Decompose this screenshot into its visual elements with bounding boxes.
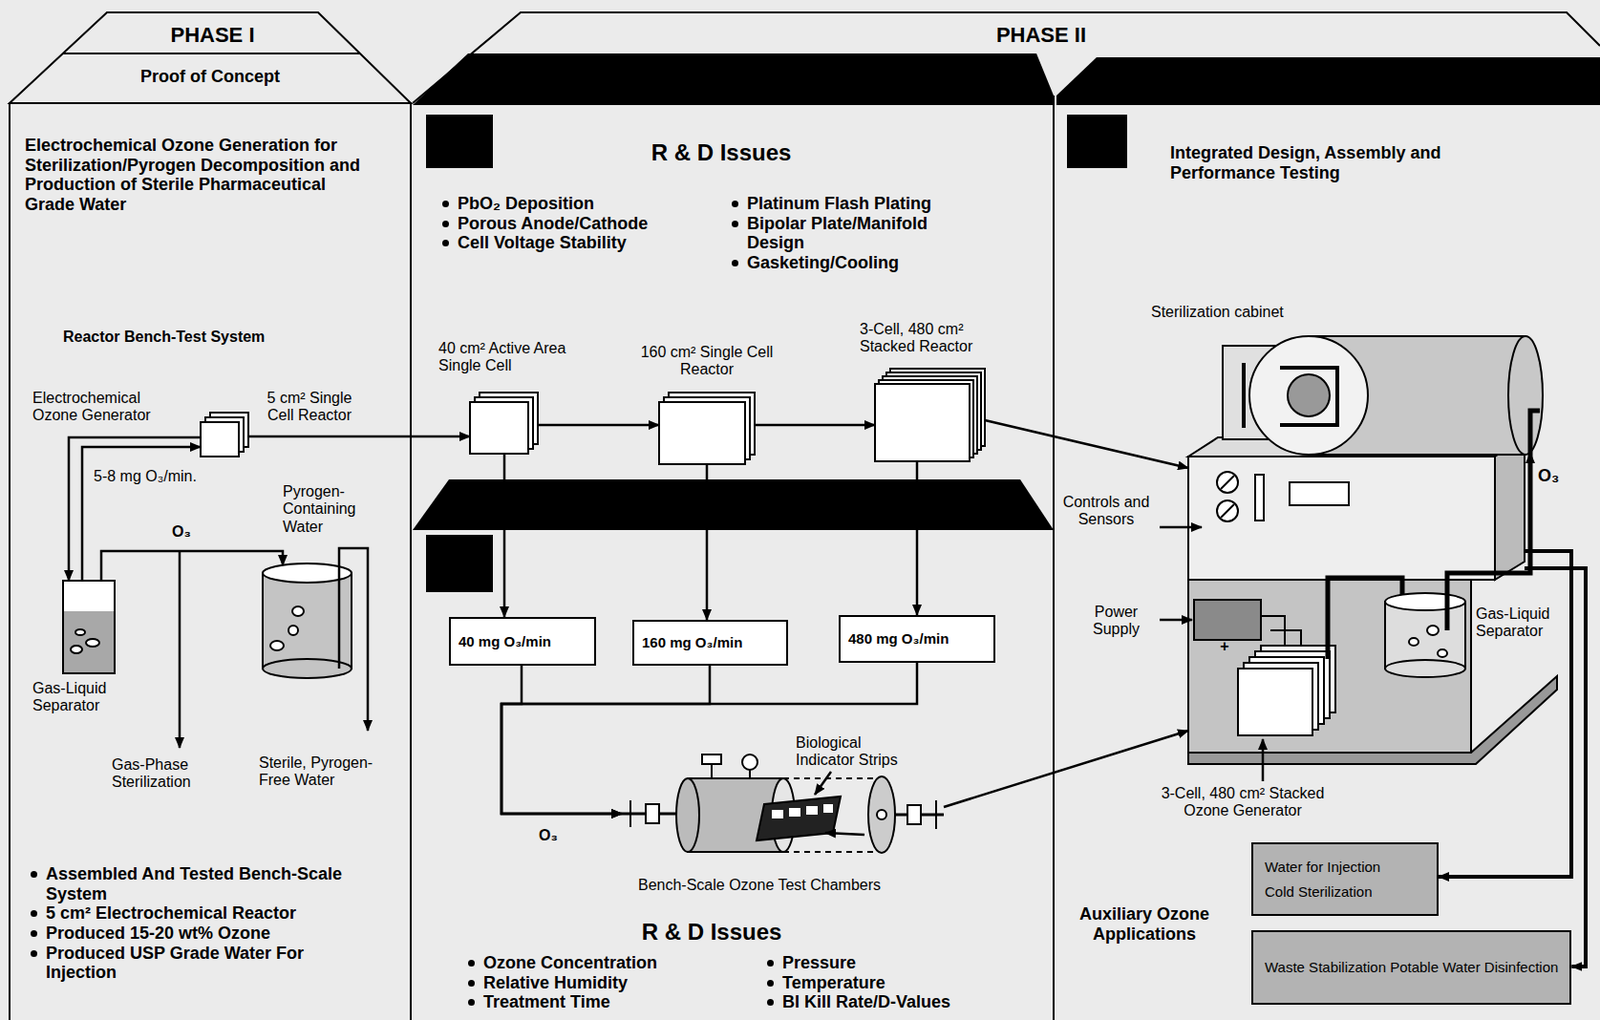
annotation: Sterile, Pyrogen-Free Water [258,754,393,790]
bullet-dot [767,999,774,1006]
annotation: Biological Indicator Strips [795,734,920,770]
bullet-item: Porous Anode/Cathode [438,213,706,235]
bullet-dot [767,980,774,987]
bullet-dot [767,960,774,967]
connector [916,461,919,616]
bullet-item: Produced USP Grade Water For Injection [26,943,352,983]
bullet-dot [442,220,449,228]
bullet-dot [30,910,38,918]
connector [705,464,709,620]
bullet-item: Pressure [763,953,1031,974]
connector [248,435,470,439]
bullet-item: BI Kill Rate/D-Values [763,992,1031,1013]
connector [82,447,201,581]
bullet-item: Relative Humidity [464,973,732,994]
node-text: Sterilization cabinet [1151,303,1343,321]
application-box: Waste Stabilization Potable Water Disinf… [1251,930,1572,1005]
bullet-dot [30,950,38,958]
design-panel: Integrated Design, Assembly and Performa… [1055,105,1600,1020]
node-text: Integrated Design, Assembly and Performa… [1170,143,1457,183]
test-chamber: Bench-Scale Ozone Test Chambers [621,754,944,853]
connector [943,730,1189,808]
annotation: + [1216,638,1233,656]
annotation: Gas-Liquid Separator [1475,605,1567,641]
annotation: Reactor Bench-Test System [63,328,331,346]
water-beaker: Pyrogen-Containing Water [262,565,352,679]
annotation: Auxiliary Ozone Applications [1067,904,1221,944]
connector [537,424,660,427]
bullet-item: Platinum Flash Plating [727,193,982,214]
annotation: Electrochemical Ozone Generator [32,389,176,426]
node-text: 40 mg O₃/min [458,633,587,650]
node-text: Electrochemical Ozone Generation for Ste… [24,135,379,215]
bullet-item: PbO₂ Deposition [438,193,706,214]
phase-header: PHASE II [520,15,1562,52]
bullet-item: Temperature [763,973,1031,994]
annotation: 3-Cell, 480 cm² Stacked Ozone Generator [1142,785,1344,821]
node-text: 5 cm² Single Cell Reactor [256,389,363,426]
connector [101,551,283,581]
connector [501,665,710,814]
application-box: Water for InjectionCold Sterilization [1251,842,1439,917]
separator-beaker: Gas-Liquid Separator [63,580,115,674]
bullet-dot [442,239,449,247]
node-text: 160 mg O₃/min [641,634,779,651]
edge-label: O₃ [536,827,560,845]
connector [503,453,507,618]
bullet-item: Produced 15-20 wt% Ozone [26,923,352,944]
bullet-dot [30,871,38,878]
rd-panel: R & D Issues 40 mg O₃/min 160 mg O₃/min 480… [412,530,1054,1020]
bullet-dot [30,930,38,938]
node-text: PHASE I [106,22,319,47]
node-text: Proof of Concept [9,66,411,87]
node-text: 480 mg O₃/min [848,630,986,647]
annotation: Controls and Sensors [1058,493,1154,530]
rd-panel: R & D Issues 40 cm² Active Area Single Ce… [412,105,1054,480]
annotation: Gas-Phase Sterilization [111,756,217,792]
bullet-item: Treatment Time [464,992,732,1013]
node-text: 160 cm² Single Cell Reactor [630,343,784,380]
rate-box: 40 mg O₃/min [448,617,597,666]
node-text: R & D Issues [563,918,860,946]
bullet-dot [468,980,475,987]
reactor-stack: 40 cm² Active Area Single Cell [469,392,538,454]
bullet-dot [468,999,475,1006]
connector [754,424,875,427]
edge-label: O₃ [170,523,193,541]
reactor-stack: 3-Cell, 480 cm² Stacked Reactor [874,368,985,462]
node-text: Waste Stabilization Potable Water Disinf… [1264,959,1558,976]
bullet-dot [468,960,475,967]
node-text: R & D Issues [573,139,870,167]
bullet-dot [731,259,739,267]
bullet-item: Cell Voltage Stability [438,233,706,254]
node-text: Pyrogen-Containing Water [282,483,369,536]
rate-box: 160 mg O₃/min [632,619,789,666]
node-text: 3-Cell, 480 cm² Stacked Reactor [859,320,1003,357]
annotation: O₃ [1537,466,1569,487]
node-text: Cold Sterilization [1264,883,1426,900]
bullet-item: Gasketing/Cooling [727,253,982,274]
node-text: Bench-Scale Ozone Test Chambers [611,876,908,895]
connector [68,437,201,581]
bullet-dot [731,200,739,208]
bullet-item: Bipolar Plate/Manifold Design [727,213,982,254]
bullet-item: 5 cm² Electrochemical Reactor [26,903,352,924]
bullet-item: Assembled And Tested Bench-Scale System [26,864,352,904]
rate-box: 480 mg O₃/min [838,615,996,663]
bullet-dot [442,200,449,208]
node-text: PHASE II [520,22,1562,47]
reactor-stack: 160 cm² Single Cell Reactor [659,392,755,465]
connector [984,420,1189,469]
reactor-stack: 5 cm² Single Cell Reactor [200,412,249,457]
node-text: Water for Injection [1264,858,1426,875]
bullet-item: Ozone Concentration [464,953,732,974]
connector [501,665,622,814]
connector [1438,551,1572,877]
sterilizer-unit: Sterilization cabinet [1188,329,1561,765]
edge-label: 5-8 mg O₃/min. [91,468,199,486]
annotation: Power Supply [1075,603,1157,640]
node-text: Gas-Liquid Separator [32,680,124,716]
node-text: 40 cm² Active Area Single Cell [438,340,601,376]
bullet-dot [731,220,739,228]
